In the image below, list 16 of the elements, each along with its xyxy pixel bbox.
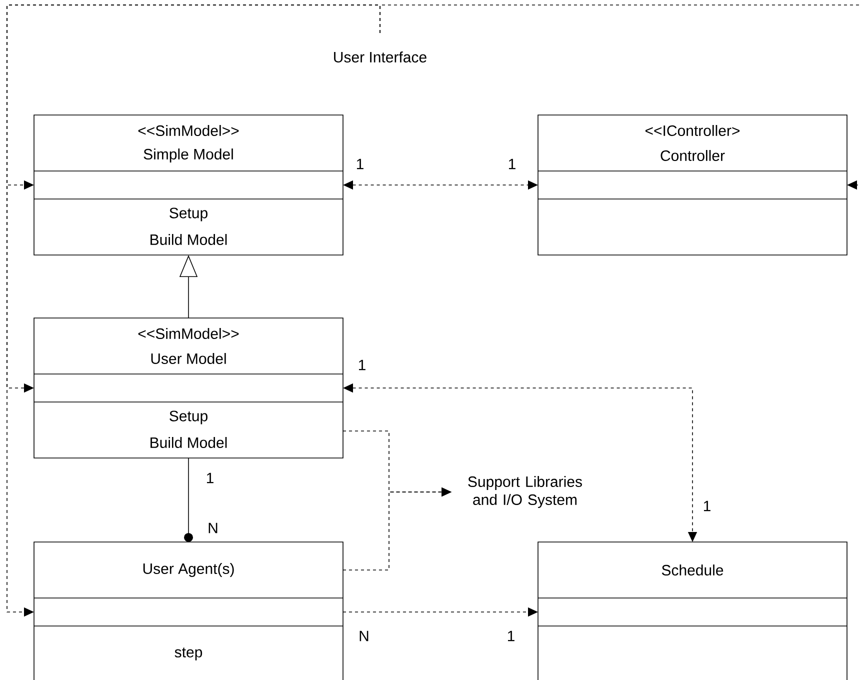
multiplicity-label: 1 xyxy=(508,630,514,642)
class-box: User Agent(s) step xyxy=(34,542,344,680)
multiplicity-label: 1 xyxy=(704,500,710,512)
association-line xyxy=(184,458,193,542)
multiplicity-label: 1 xyxy=(206,472,214,484)
multiplicity-label: 1 xyxy=(508,158,516,170)
class-box: Schedule xyxy=(538,542,848,680)
text-label: Support Libraries and I/O System xyxy=(468,476,582,508)
multiplicity-label: 1 xyxy=(356,158,364,170)
class-box: <<IController> Controller xyxy=(538,114,848,256)
arrow xyxy=(380,4,860,190)
multiplicity-label: N xyxy=(360,630,368,642)
interface-label: User Interface xyxy=(334,52,426,62)
class-box: <<SimModel>> User Model Setup Build Model xyxy=(34,318,344,458)
multiplicity-label: 1 xyxy=(358,360,366,370)
class-box: <<SimModel>> Simple Model Setup Build Model xyxy=(34,114,344,256)
